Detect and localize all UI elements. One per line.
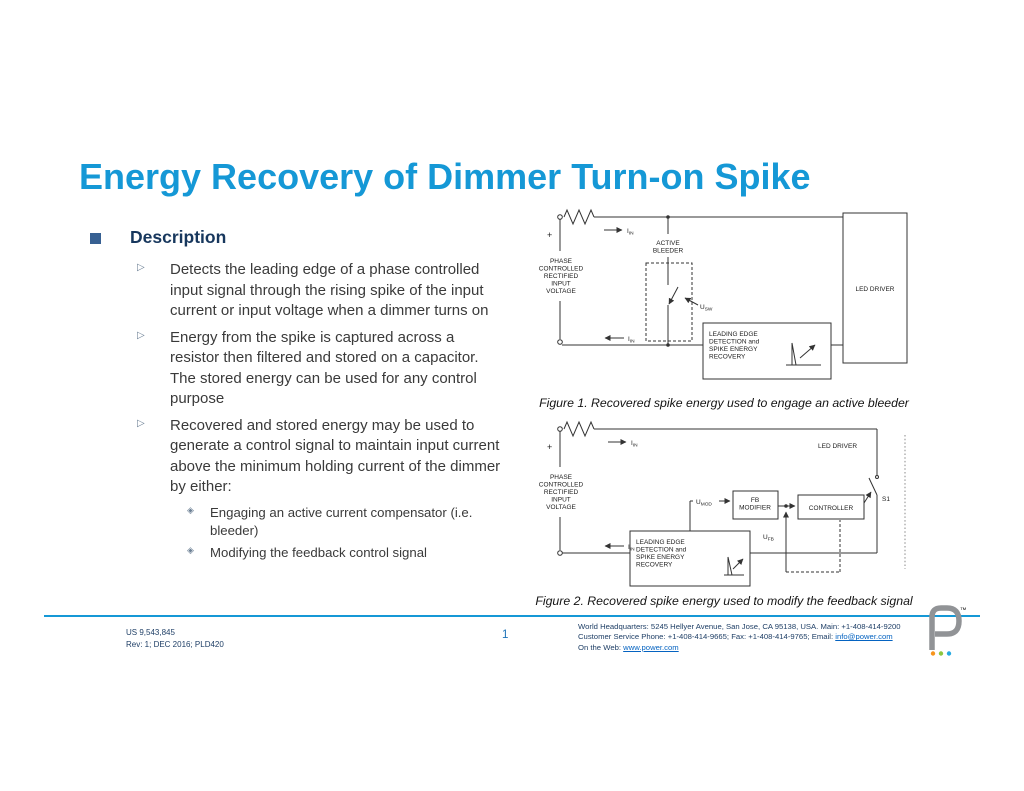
triangle-bullet-icon: ▷ xyxy=(137,417,145,429)
bullet-item: ▷ Recovered and stored energy may be use… xyxy=(88,416,540,498)
trademark-symbol: ™ xyxy=(960,607,966,614)
fig1-current-arrows: IIN IIN xyxy=(604,227,635,345)
fig2-wires xyxy=(562,428,877,554)
footer-right: World Headquarters: 5245 Hellyer Avenue,… xyxy=(578,622,924,653)
diamond-bullet-icon: ◈ xyxy=(187,544,194,555)
bullet-text: Detects the leading edge of a phase cont… xyxy=(170,261,489,319)
page-title: Energy Recovery of Dimmer Turn-on Spike xyxy=(79,156,811,197)
sub-bullet-text: Engaging an active current compensator (… xyxy=(210,504,473,539)
fig2-controller: CONTROLLER xyxy=(797,491,872,520)
footer-divider xyxy=(44,615,980,617)
fig1-led-driver: LED DRIVER xyxy=(842,212,908,364)
bullet-text: Recovered and stored energy may be used … xyxy=(170,416,501,496)
fig1-wires xyxy=(562,216,843,346)
fig2-iin-top-label: IIN xyxy=(631,440,638,449)
fig2-iin-bottom-label: IIN xyxy=(628,544,635,553)
fig1-led-driver-label: LED DRIVER xyxy=(855,286,894,293)
logo-p-glyph xyxy=(929,605,962,650)
fig2-resistor-icon xyxy=(563,420,595,438)
bullet-item: ▷ Energy from the spike is captured acro… xyxy=(88,328,540,410)
fig1-plus-label: + xyxy=(547,230,552,240)
fig2-led-driver: LED DRIVER xyxy=(818,435,906,569)
web-line: On the Web: www.power.com xyxy=(578,643,924,653)
fig1-spike-icon xyxy=(791,342,797,366)
section-heading: Description xyxy=(130,227,227,247)
fig2-controller-label: CONTROLLER xyxy=(809,505,854,512)
web-text: On the Web: xyxy=(578,642,624,652)
fig2-plus-label: + xyxy=(547,442,552,452)
fig1-resistor-icon xyxy=(563,208,595,226)
bullet-text: Energy from the spike is captured across… xyxy=(170,328,479,408)
fig1-iin-top-label: IIN xyxy=(627,228,634,237)
fig2-led-driver-label: LED DRIVER xyxy=(818,443,857,450)
sub-bullet-text: Modifying the feedback control signal xyxy=(210,544,427,560)
footer-left: US 9,543,845 Rev: 1; DEC 2016; PLD420 xyxy=(126,627,224,650)
description-section: Description ▷ Detects the leading edge o… xyxy=(88,227,540,565)
fig2-ufb-feedback: UFB xyxy=(763,504,841,573)
bullet-item: ▷ Detects the leading edge of a phase co… xyxy=(88,260,540,322)
page-number: 1 xyxy=(502,629,509,641)
sub-bullet-item: ◈ Engaging an active current compensator… xyxy=(88,504,540,541)
diamond-bullet-icon: ◈ xyxy=(187,504,194,515)
fig2-ufb-label: UFB xyxy=(763,534,774,543)
fig1-usw-label: USW xyxy=(700,304,713,313)
sub-bullet-item: ◈ Modifying the feedback control signal xyxy=(88,544,540,563)
figure2-caption: Figure 2. Recovered spike energy used to… xyxy=(535,594,913,608)
revision-info: Rev: 1; DEC 2016; PLD420 xyxy=(126,639,224,649)
website-link[interactable]: www.power.com xyxy=(623,642,679,652)
email-link[interactable]: info@power.com xyxy=(835,632,893,642)
logo-dot-orange xyxy=(930,651,936,656)
fig2-umod-signal: UMOD xyxy=(689,498,731,531)
patent-number: US 9,543,845 xyxy=(126,628,175,637)
fig2-s1-switch: S1 xyxy=(868,429,890,553)
section-heading-row: Description xyxy=(88,227,540,251)
customer-service-line: Customer Service Phone: +1-408-414-9665;… xyxy=(578,632,924,642)
hq-address-line: World Headquarters: 5245 Hellyer Avenue,… xyxy=(578,622,901,631)
fig2-current-arrows: IIN IIN xyxy=(604,439,638,553)
fig2-spike-icon xyxy=(727,556,733,576)
customer-service-text: Customer Service Phone: +1-408-414-9665;… xyxy=(578,632,836,642)
logo-dot-green xyxy=(938,651,944,656)
figure1-caption: Figure 1. Recovered spike energy used to… xyxy=(539,396,909,410)
power-integrations-logo: ™ xyxy=(929,605,966,656)
fig2-umod-label: UMOD xyxy=(696,499,712,508)
triangle-bullet-icon: ▷ xyxy=(137,329,145,341)
logo-dot-blue xyxy=(946,651,952,656)
fig1-iin-bottom-label: IIN xyxy=(628,336,635,345)
square-bullet-icon xyxy=(90,233,101,244)
fig2-s1-label: S1 xyxy=(882,496,890,503)
triangle-bullet-icon: ▷ xyxy=(137,262,145,273)
